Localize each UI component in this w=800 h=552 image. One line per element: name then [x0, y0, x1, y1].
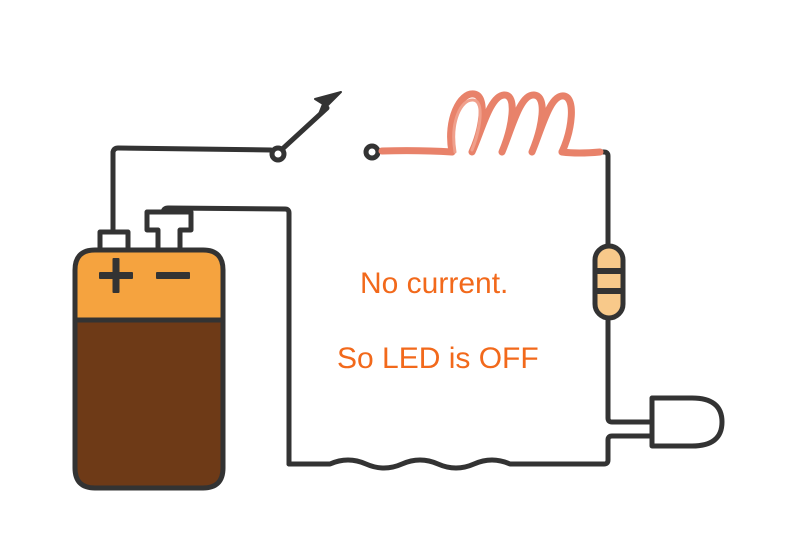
wire-bottom-rail: [286, 433, 659, 471]
annotation-led-off: So LED is OFF: [337, 342, 539, 375]
coil-loops: [447, 90, 575, 156]
led: [649, 395, 725, 449]
coil-lead-left: [378, 147, 456, 156]
resistor-band-2: [595, 288, 623, 294]
switch-arrow-icon: [314, 91, 342, 115]
battery-plus-terminal: [97, 229, 131, 253]
battery-top: [72, 247, 226, 323]
resistor-body: [592, 243, 626, 321]
switch-open-contact[interactable]: [363, 143, 381, 161]
wire-resistor-to-led: [605, 313, 659, 425]
resistor-band-1: [595, 268, 623, 274]
annotation-no-current: No current.: [360, 267, 508, 300]
switch[interactable]: [269, 91, 381, 163]
led-bulb: [649, 395, 725, 449]
switch-pivot-contact[interactable]: [269, 145, 287, 163]
switch-lever[interactable]: [275, 105, 330, 156]
battery-minus-terminal: [144, 209, 194, 253]
resistor: [592, 243, 626, 321]
battery-body: [72, 317, 226, 491]
inductor-coil: [378, 90, 604, 157]
coil-highlight: [452, 98, 482, 154]
wire-plus-to-switch: [110, 145, 274, 235]
battery-minus-symbol: [156, 272, 190, 279]
coil-lead-right: [558, 148, 604, 157]
wire-coil-to-resistor: [567, 149, 611, 251]
battery: [72, 209, 226, 491]
battery-plus-symbol: [99, 258, 133, 293]
